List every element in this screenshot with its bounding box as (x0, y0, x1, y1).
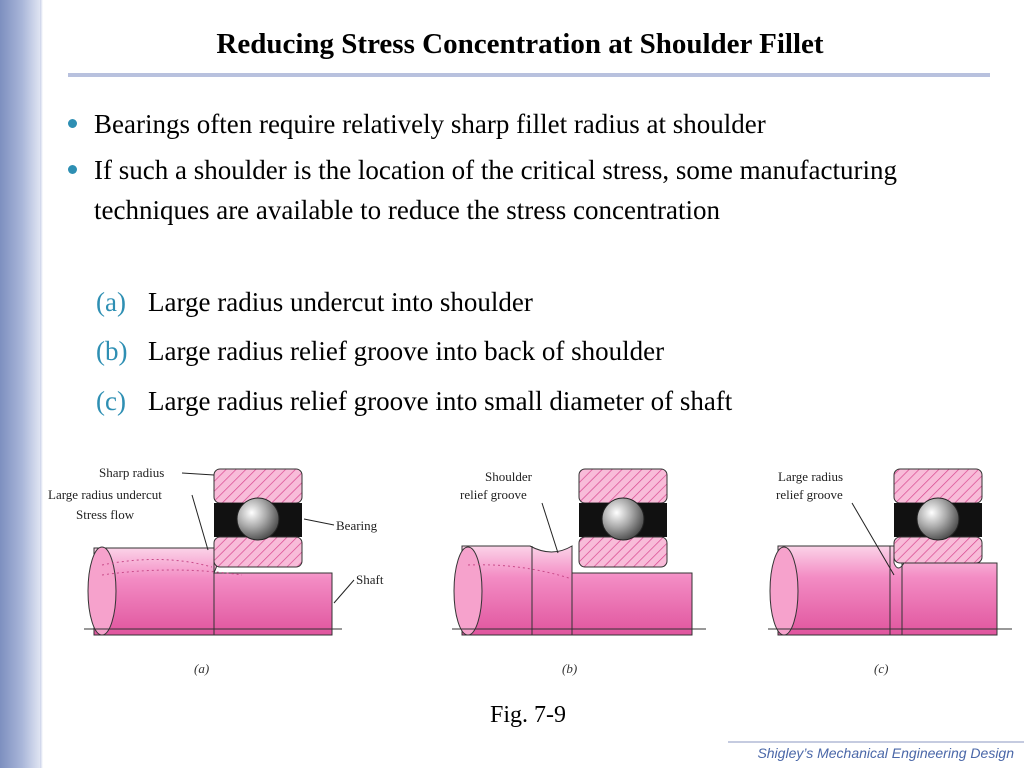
label-large-radius: Large radius (778, 469, 843, 484)
bullet-text: If such a shoulder is the location of th… (94, 155, 898, 225)
panel-caption-b: (b) (562, 661, 577, 676)
bearing-inner-race-c (893, 536, 983, 564)
footer-text: Shigley’s Mechanical Engineering Design (757, 745, 1014, 761)
bearing-ball-b (601, 497, 645, 541)
label-large-radius-undercut: Large radius undercut (48, 487, 162, 502)
label-shaft: Shaft (356, 572, 384, 587)
sub-item-c: (c) Large radius relief groove into small… (96, 381, 946, 421)
label-stress-flow: Stress flow (76, 507, 135, 522)
bearing-ball-a (236, 497, 280, 541)
title-underline (68, 73, 990, 77)
label-relief-groove-c: relief groove (776, 487, 843, 502)
bullet-dot-icon (68, 119, 77, 128)
bullet-list: Bearings often require relatively sharp … (60, 104, 960, 236)
leader-line (851, 502, 895, 576)
figure-caption: Fig. 7-9 (490, 702, 567, 728)
shaft-end-c (769, 546, 799, 636)
label-relief-groove: relief groove (460, 487, 527, 502)
panel-caption-c: (c) (874, 661, 888, 676)
label-bearing: Bearing (336, 518, 378, 533)
sub-item-text: Large radius relief groove into small di… (148, 386, 733, 416)
bearing-ball-c (916, 497, 960, 541)
bullet-item: If such a shoulder is the location of th… (60, 150, 960, 230)
panel-caption-a: (a) (194, 661, 209, 676)
slide-title: Reducing Stress Concentration at Shoulde… (216, 28, 824, 60)
leader-line (303, 518, 335, 526)
bullet-item: Bearings often require relatively sharp … (60, 104, 960, 144)
leader-line (181, 472, 215, 476)
panel-c: Large radius relief groove (c) (768, 468, 1012, 676)
sub-item-letter: (c) (96, 386, 126, 416)
label-shoulder: Shoulder (485, 469, 533, 484)
leader-line (333, 579, 355, 604)
shaft-end-a (87, 546, 117, 636)
label-sharp-radius: Sharp radius (99, 465, 164, 480)
sub-item-b: (b) Large radius relief groove into back … (96, 331, 946, 371)
shaft-end-b (453, 546, 483, 636)
panel-b: Shoulder relief groove (b) (452, 468, 706, 676)
bearing-inner-race-b (578, 536, 668, 568)
sub-item-text: Large radius undercut into shoulder (148, 287, 533, 317)
sub-item-text: Large radius relief groove into back of … (148, 336, 665, 366)
bearing-inner-race-a (213, 536, 303, 568)
sub-item-a: (a) Large radius undercut into shoulder (96, 282, 946, 322)
leader-line (191, 494, 209, 551)
bullet-text: Bearings often require relatively sharp … (94, 109, 766, 139)
stress-flow-lines-b (467, 564, 573, 580)
sub-item-letter: (b) (96, 336, 128, 366)
panel-a: Sharp radius Large radius undercut Stres… (48, 465, 384, 676)
stress-flow-lines-a (101, 569, 243, 576)
shoulder-fillet-figure: Sharp radius Large radius undercut Stres… (48, 465, 1012, 676)
shaft-c (777, 545, 998, 636)
bullet-dot-icon (68, 165, 77, 174)
shaft-b (461, 545, 693, 636)
footer-rule (728, 741, 1024, 743)
sub-item-letter: (a) (96, 287, 126, 317)
left-decorative-bar (0, 0, 43, 768)
leader-line (541, 502, 559, 554)
